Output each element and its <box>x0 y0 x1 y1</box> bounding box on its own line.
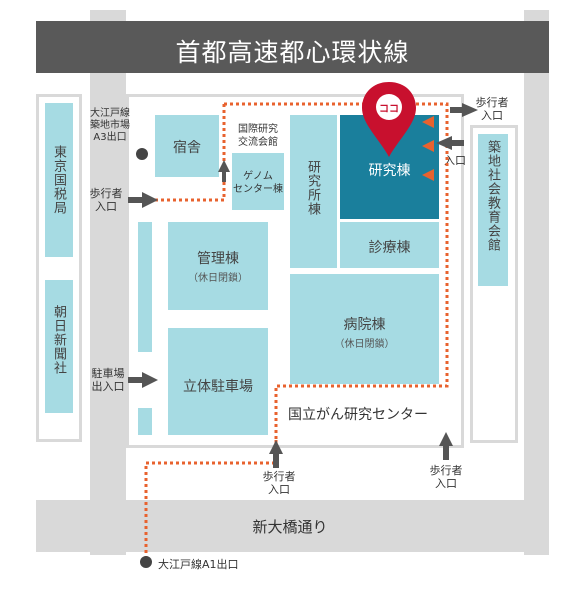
strip-2 <box>138 408 152 435</box>
kenkyu-label: 研究棟 <box>368 163 411 179</box>
byoin-label: 病院棟 <box>343 317 386 333</box>
street-road <box>36 500 549 552</box>
station-a1-label: 大江戸線A1出口 <box>158 558 239 571</box>
entrance-bottom-right-label: 歩行者 入口 <box>429 464 463 490</box>
station-a1-dot <box>140 556 152 568</box>
kanri-note: （休日閉鎖） <box>188 273 248 284</box>
tsukiji-label: 築地社会教育会館 <box>485 140 500 252</box>
strip-1 <box>138 222 152 352</box>
byoin-note: （休日閉鎖） <box>334 339 395 350</box>
marker-label: ココ <box>379 104 399 115</box>
shinryo-label: 診療棟 <box>368 240 411 256</box>
dorm-label: 宿舎 <box>173 140 201 156</box>
right-road <box>524 10 549 555</box>
asahi-label: 朝日新聞社 <box>51 305 66 375</box>
kenkyusho-label: 研究所棟 <box>305 160 320 216</box>
station-a3-label: 大江戸線 築地市場 A3出口 <box>90 108 130 143</box>
left-road <box>90 10 126 555</box>
entrance-bottom-mid-label: 歩行者 入口 <box>262 470 296 496</box>
left-buildings-frame <box>36 94 82 442</box>
kouryu-label: 国際研究 交流会館 <box>238 124 278 148</box>
entrance-top-right-label: 歩行者 入口 <box>475 96 509 122</box>
expressway-label: 首都高速都心環状線 <box>175 38 410 67</box>
tsukiji-building <box>478 134 508 286</box>
expressway-banner <box>36 21 549 73</box>
center-name: 国立がん研究センター <box>288 407 428 423</box>
entrance-right-label: 入口 <box>444 154 466 167</box>
asahi-building <box>45 280 73 413</box>
tax-bureau-building <box>45 103 73 257</box>
right-buildings-frame <box>470 125 518 443</box>
genome-label: ゲノム センター棟 <box>233 171 283 195</box>
entrance-left-label: 歩行者 入口 <box>89 187 123 213</box>
parking-entrance-label: 駐車場 出入口 <box>91 367 125 393</box>
street-label: 新大橋通り <box>252 518 328 536</box>
kanri-label: 管理棟 <box>197 251 239 267</box>
parking-label: 立体駐車場 <box>183 379 253 395</box>
tax-bureau-label: 東京国税局 <box>51 145 66 215</box>
